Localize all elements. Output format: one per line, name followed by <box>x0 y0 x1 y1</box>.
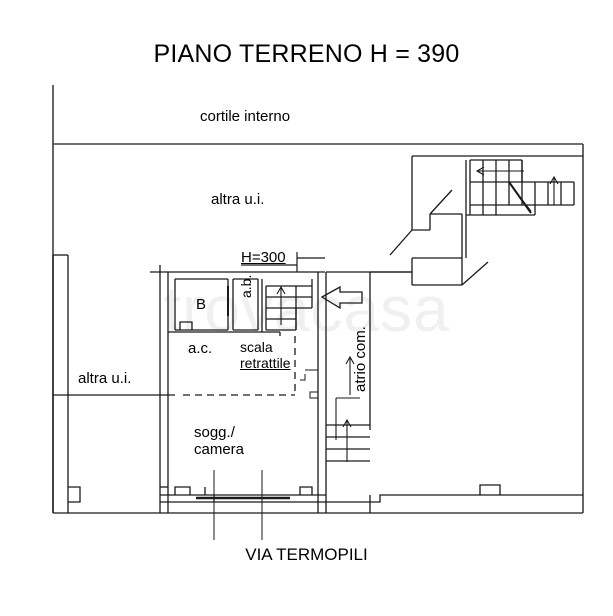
label-altra-ui-top: altra u.i. <box>211 191 265 208</box>
page-title: PIANO TERRENO H = 390 <box>153 40 460 68</box>
label-scala-line1: scala <box>240 339 273 355</box>
label-scala-retrattile: scala retrattile <box>240 339 291 371</box>
label-soggiorno-line1: sogg./ <box>194 424 235 441</box>
label-soggiorno-line2: camera <box>194 441 245 459</box>
label-cortile-interno: cortile interno <box>200 108 291 125</box>
label-via-termopili: VIA TERMOPILI <box>245 545 368 564</box>
label-altra-ui-left: altra u.i. <box>78 370 132 387</box>
label-scala-line2: retrattile <box>240 355 291 372</box>
label-antibagno: a.b. <box>238 274 254 298</box>
label-angolo-cottura: a.c. <box>188 340 213 357</box>
label-height-note: H=300 <box>241 249 286 266</box>
label-atrio-comune: atrio com. <box>352 326 369 392</box>
label-soggiorno-camera: sogg./ camera <box>194 424 244 459</box>
label-bagno: B <box>196 296 207 313</box>
